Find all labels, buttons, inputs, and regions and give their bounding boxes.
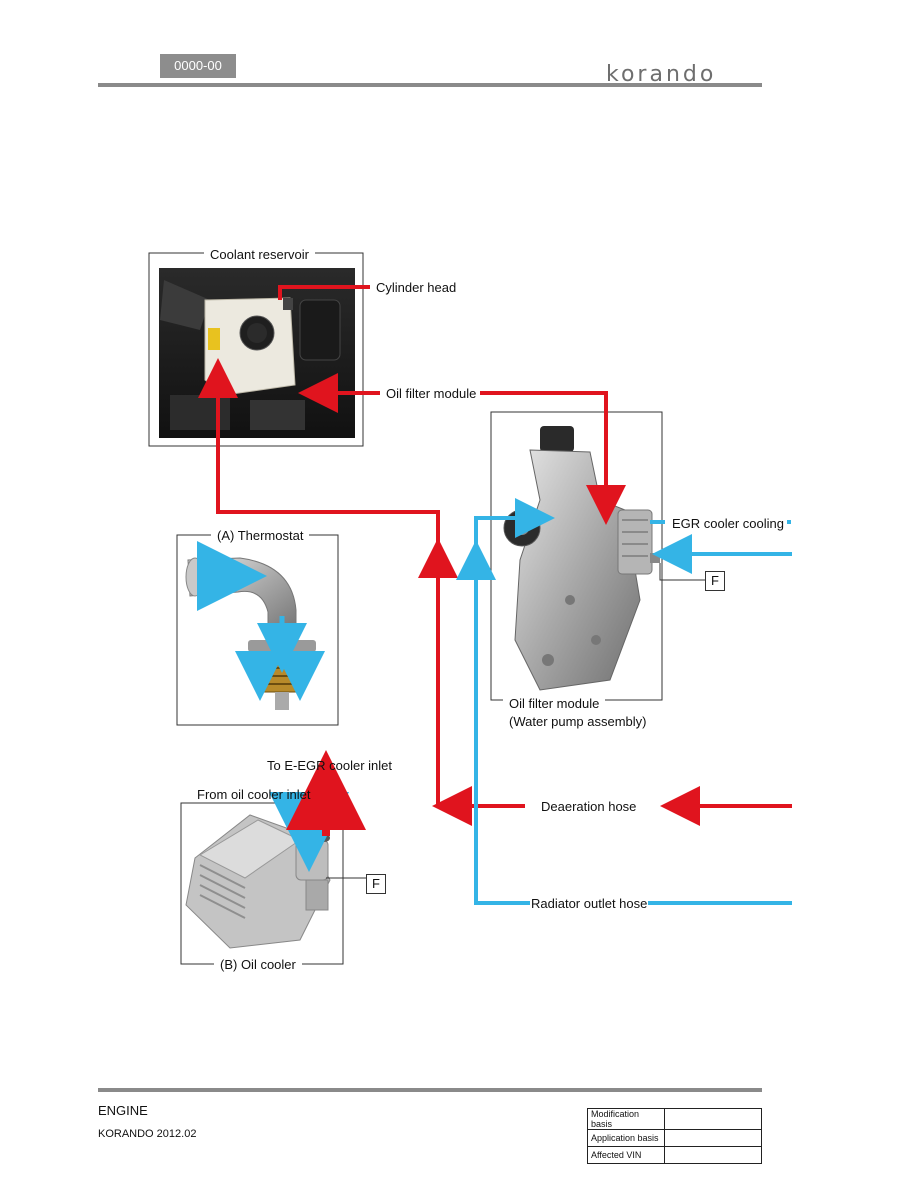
from-oil-cooler-inlet-label: From oil cooler inlet — [197, 787, 311, 802]
f-marker-module: F — [705, 571, 725, 591]
coolant-reservoir-title: Coolant reservoir — [204, 247, 315, 262]
application-basis-key: Application basis — [587, 1129, 665, 1147]
water-pump-assembly-subtitle: (Water pump assembly) — [509, 714, 647, 729]
footer-model: KORANDO 2012.02 — [98, 1128, 197, 1140]
to-e-egr-cooler-inlet-label: To E-EGR cooler inlet — [267, 758, 392, 773]
table-row: Affected VIN — [587, 1146, 762, 1164]
f-marker-oil-cooler: F — [366, 874, 386, 894]
header-divider — [98, 83, 762, 87]
thermostat-photo — [185, 541, 325, 710]
cold-coolant-lines — [456, 498, 792, 905]
revision-info-table: Modification basis Application basis Aff… — [587, 1108, 762, 1164]
section-code-badge: 0000-00 — [160, 54, 236, 78]
modification-basis-key: Modification basis — [587, 1108, 665, 1130]
korando-logo: korando — [606, 62, 717, 87]
table-row: Application basis — [587, 1129, 762, 1147]
footer-section-title: ENGINE — [98, 1103, 148, 1118]
coolant-reservoir-photo — [159, 268, 355, 438]
oil-cooler-photo — [185, 750, 366, 949]
oil-filter-module-photo — [503, 426, 660, 691]
thermostat-title: (A) Thermostat — [211, 528, 310, 543]
hot-coolant-lines — [198, 285, 792, 826]
radiator-outlet-hose-label: Radiator outlet hose — [531, 896, 648, 911]
oil-cooler-title: (B) Oil cooler — [214, 957, 302, 972]
cylinder-head-label: Cylinder head — [376, 280, 457, 295]
footer-divider — [98, 1088, 762, 1092]
application-basis-value — [664, 1129, 762, 1147]
modification-basis-value — [664, 1108, 762, 1130]
oil-filter-module-title: Oil filter module — [503, 696, 606, 711]
egr-cooler-cooling-label: EGR cooler cooling — [672, 516, 784, 531]
affected-vin-value — [664, 1146, 762, 1164]
table-row: Modification basis — [587, 1108, 762, 1130]
deaeration-hose-label: Deaeration hose — [541, 799, 637, 814]
affected-vin-key: Affected VIN — [587, 1146, 665, 1164]
oil-filter-module-label: Oil filter module — [386, 386, 477, 401]
